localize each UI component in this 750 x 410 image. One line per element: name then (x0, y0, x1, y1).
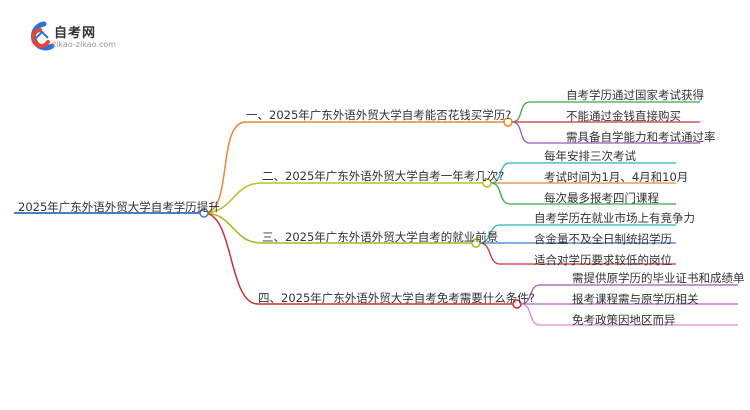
branch-1-leaf-3: 需具备自学能力和考试通过率 (566, 130, 716, 144)
branch-2-node (482, 178, 492, 188)
branch-1-leaf-1: 自考学历通过国家考试获得 (566, 88, 704, 102)
branch-4-label: 四、2025年广东外语外贸大学自考免考需要什么条件? (258, 291, 535, 305)
root-node (199, 208, 209, 218)
branch-2-connector (203, 182, 263, 214)
branch-2-leaf-3-connector (490, 182, 511, 205)
branch-3-leaf-3-connector (479, 242, 501, 265)
branch-3-leaf-2: 含金量不及全日制统招学历 (534, 232, 672, 246)
branch-3-leaf-1: 自考学历在就业市场上有竞争力 (534, 211, 695, 225)
branch-1-label: 一、2025年广东外语外贸大学自考能否花钱买学历? (246, 108, 512, 122)
branch-1-node (503, 117, 513, 127)
branch-3-leaf-3: 适合对学历要求较低的岗位 (534, 253, 672, 267)
branch-4-leaf-3-connector (520, 303, 541, 326)
branch-1-connector (203, 121, 247, 214)
branch-1-leaf-2: 不能通过金钱直接购买 (566, 109, 681, 123)
branch-4-connector (203, 212, 259, 305)
branch-2-leaf-3: 每次最多报考四门课程 (544, 191, 659, 205)
branch-3-node (471, 238, 481, 248)
branch-4-leaf-2: 报考课程需与原学历相关 (572, 292, 699, 306)
branch-1-leaf-3-connector (511, 121, 531, 144)
logo-icon (31, 21, 55, 51)
branch-3-connector (203, 212, 263, 244)
branch-3-label: 三、2025年广东外语外贸大学自考的就业前景 (262, 230, 499, 244)
brand-name: 自考网 (54, 26, 97, 41)
branch-4-leaf-3: 免考政策因地区而异 (572, 313, 676, 327)
branch-2-label: 二、2025年广东外语外贸大学自考一年考几次? (262, 169, 505, 183)
brand-url: zikao-zikao.com (52, 40, 116, 49)
branch-1-leaf-1-connector (511, 101, 531, 123)
branch-4-node (512, 299, 522, 309)
branch-2-leaf-2: 考试时间为1月、4月和10月 (544, 170, 689, 184)
branch-4-leaf-1: 需提供原学历的毕业证书和成绩单 (572, 271, 745, 285)
root-topic: 2025年广东外语外贸大学自考学历提升 (18, 200, 220, 214)
branch-2-leaf-1: 每年安排三次考试 (544, 149, 636, 163)
